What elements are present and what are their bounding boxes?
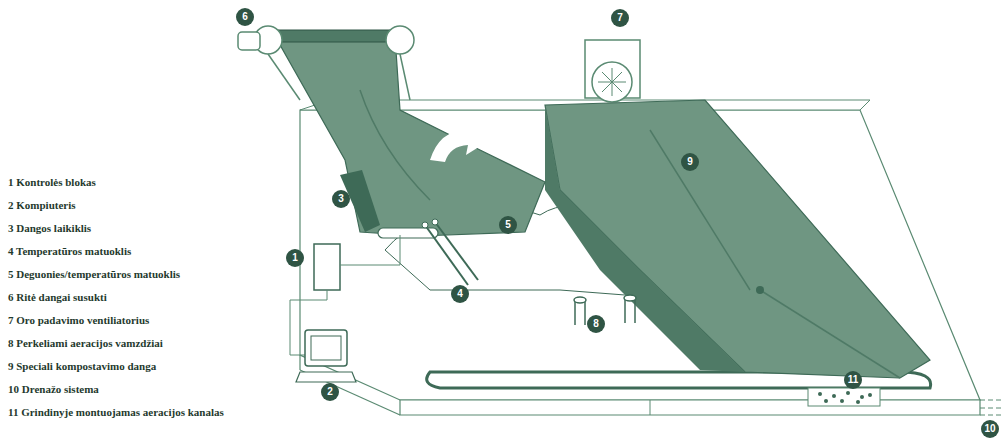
compost-cover — [545, 100, 930, 378]
legend-item: 5 Deguonies/temperatūros matuoklis — [8, 267, 180, 281]
callout-number: 9 — [681, 153, 699, 171]
legend-item: 6 Ritė dangai susukti — [8, 290, 107, 304]
cover-shade — [545, 105, 745, 372]
legend-item: 2 Kompiuteris — [8, 198, 76, 212]
slab-edge — [400, 400, 980, 415]
callout-number: 10 — [981, 420, 999, 438]
legend-item: 4 Temperatūros matuoklis — [8, 244, 131, 258]
legend-item: 11 Grindinyje montuojamas aeracijos kana… — [8, 405, 224, 419]
legend-item: 9 Speciali kompostavimo danga — [8, 359, 156, 373]
callout-number: 3 — [332, 190, 350, 208]
legend-item: 7 Oro padavimo ventiliatorius — [8, 313, 149, 327]
callout-number: 5 — [499, 216, 517, 234]
cover-reel — [265, 30, 400, 42]
roll-arrow — [430, 120, 490, 162]
legend-item: 10 Drenažo sistema — [8, 382, 99, 396]
callout-number: 2 — [321, 383, 339, 401]
callout-number: 6 — [236, 8, 254, 26]
callout-number: 1 — [286, 249, 304, 267]
callout-number: 11 — [844, 371, 862, 389]
legend-item: 3 Dangos laikiklis — [8, 221, 91, 235]
callout-number: 4 — [451, 285, 469, 303]
legend-item: 8 Perkeliami aeracijos vamzdžiai — [8, 336, 163, 350]
aeration-pipes — [574, 295, 636, 325]
control-box — [314, 244, 340, 290]
callout-number: 8 — [587, 315, 605, 333]
callout-number: 7 — [611, 9, 629, 27]
legend-item: 1 Kontrolės blokas — [8, 175, 96, 189]
hanging-cover — [275, 36, 545, 236]
slab-continuation — [980, 400, 1002, 415]
reel-motor — [238, 32, 260, 50]
aeration-channel — [808, 388, 880, 406]
drainage-channel — [427, 372, 931, 388]
computer — [305, 330, 347, 366]
probes — [425, 222, 478, 285]
